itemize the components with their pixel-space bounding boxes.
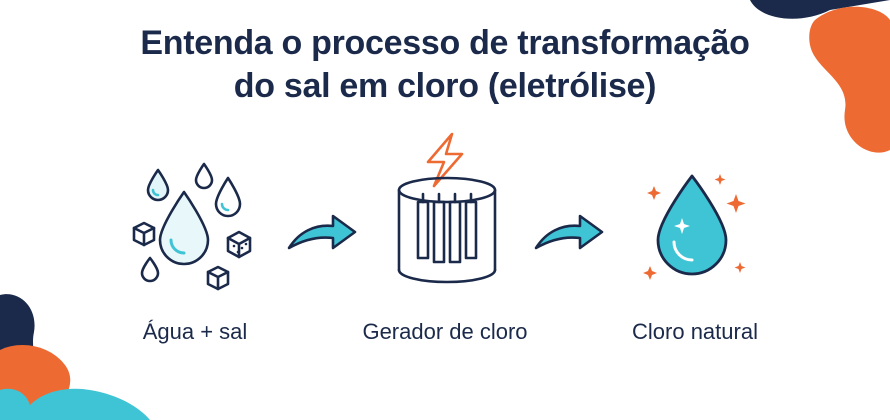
corner-decoration-top-right — [750, 0, 890, 153]
corner-decoration-bottom-left — [0, 294, 150, 420]
water-drops-salt-cubes-icon — [132, 162, 252, 291]
step-label-water-salt: Água + sal — [142, 319, 248, 344]
page-title: Entenda o processo de transformação do s… — [0, 22, 890, 108]
chlorine-generator-icon — [397, 132, 497, 284]
title-line-2: do sal em cloro (eletrólise) — [233, 67, 657, 105]
step-label-natural-chlorine: Cloro natural — [632, 319, 758, 344]
step-label-chlorine-generator: Gerador de cloro — [362, 319, 528, 344]
sparkling-water-drop-icon — [643, 174, 746, 280]
title-line-1: Entenda o processo de transformação — [140, 24, 750, 62]
arrow-right-icon — [534, 214, 604, 250]
arrow-right-icon — [287, 214, 357, 250]
